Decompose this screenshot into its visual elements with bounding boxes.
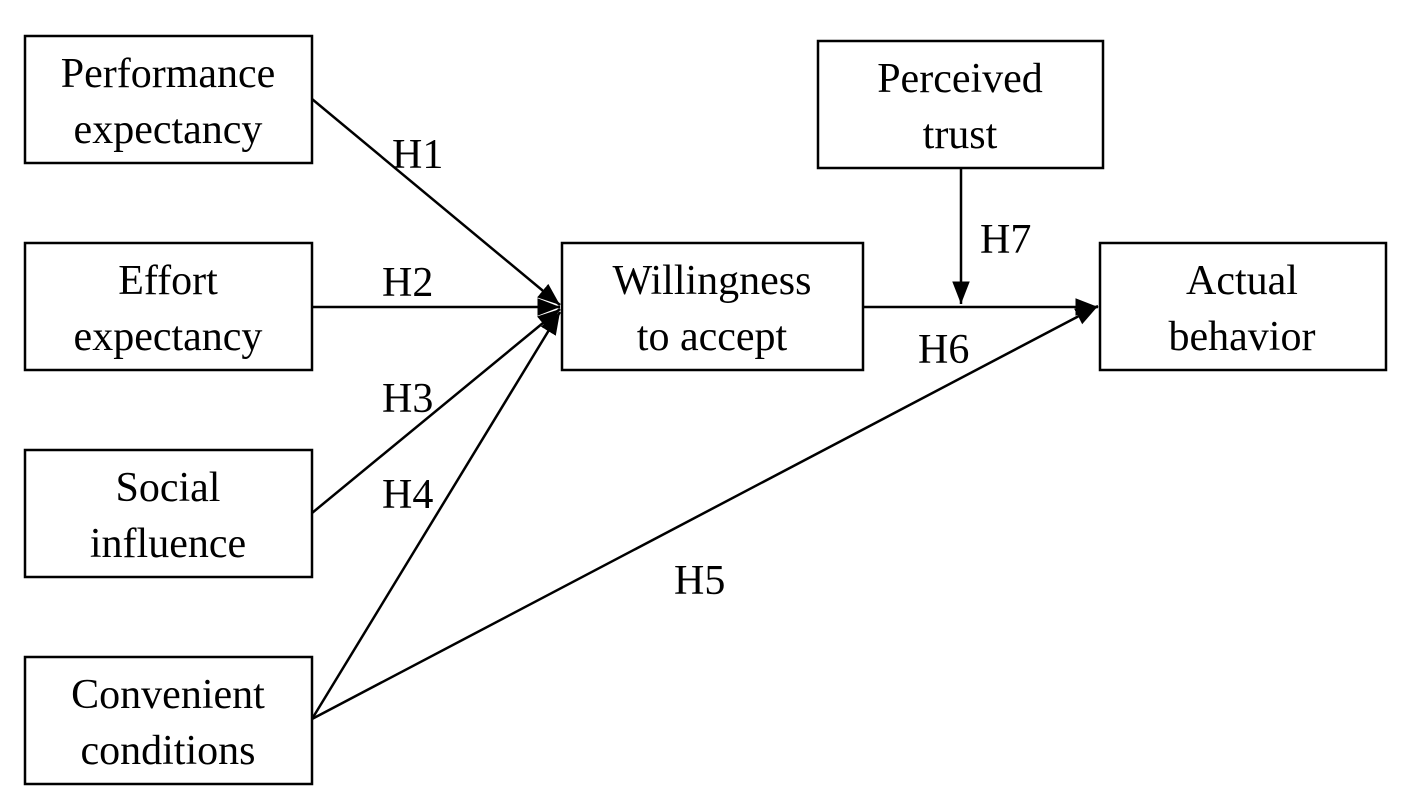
edge-label-h7: H7 [980, 217, 1031, 263]
edge-label-h4: H4 [382, 472, 433, 518]
node-social-influence-line1: Social [116, 465, 221, 511]
node-willingness-to-accept-line2: to accept [637, 314, 788, 360]
node-perceived-trust-line2: trust [923, 112, 998, 158]
node-actual-behavior-line2: behavior [1169, 314, 1316, 360]
edge-h1-arrow [311, 98, 561, 306]
node-effort-expectancy-line2: expectancy [74, 314, 263, 360]
edge-h4-arrow [310, 311, 562, 720]
edge-label-h2: H2 [382, 260, 433, 306]
edge-label-h3: H3 [382, 376, 433, 422]
node-perceived-trust-line1: Perceived [877, 56, 1043, 102]
edge-label-h5: H5 [674, 558, 725, 604]
edge-h5-arrow [311, 304, 1099, 721]
node-actual-behavior: Actual behavior [1098, 241, 1388, 372]
edge-h3-arrow [311, 308, 561, 514]
node-actual-behavior-line1: Actual [1186, 258, 1298, 304]
node-willingness-to-accept-line1: Willingness [613, 258, 812, 304]
edge-label-h6: H6 [918, 327, 969, 373]
node-performance-expectancy: Performance expectancy [23, 34, 314, 165]
node-performance-expectancy-line2: expectancy [74, 107, 263, 153]
node-effort-expectancy-line1: Effort [118, 258, 218, 304]
edge-label-h1: H1 [392, 132, 443, 178]
node-perceived-trust: Perceived trust [816, 39, 1105, 170]
node-willingness-to-accept: Willingness to accept [560, 241, 865, 372]
node-social-influence-line2: influence [90, 521, 246, 567]
node-effort-expectancy: Effort expectancy [23, 241, 314, 372]
node-social-influence: Social influence [23, 448, 314, 579]
node-performance-expectancy-line1: Performance [61, 51, 276, 97]
node-convenient-conditions: Convenient conditions [23, 655, 314, 786]
node-convenient-conditions-line2: conditions [81, 728, 256, 774]
node-convenient-conditions-line1: Convenient [71, 672, 265, 718]
